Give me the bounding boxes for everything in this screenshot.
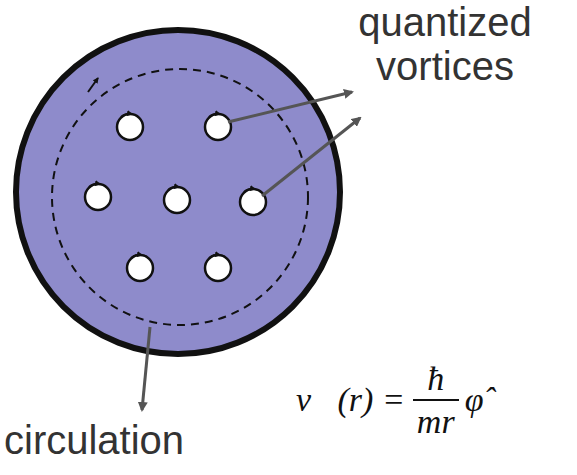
annotation-label: circulation xyxy=(4,418,184,462)
circulation-arrow xyxy=(88,78,98,92)
annotation-label: quantized vortices xyxy=(330,0,560,88)
leader-arrow xyxy=(262,118,360,196)
formula-text: φ̂ xyxy=(465,381,484,418)
leader-arrow xyxy=(142,327,150,410)
formula-text: v⃗(r) = xyxy=(296,381,405,418)
fraction-bar xyxy=(413,399,459,401)
formula-text: mr xyxy=(417,403,455,440)
circulation-path xyxy=(52,69,308,325)
leader-arrow xyxy=(228,92,352,122)
superfluid-disk xyxy=(16,30,340,354)
formula-text: ħ xyxy=(427,360,444,397)
vortex-group xyxy=(85,114,266,281)
